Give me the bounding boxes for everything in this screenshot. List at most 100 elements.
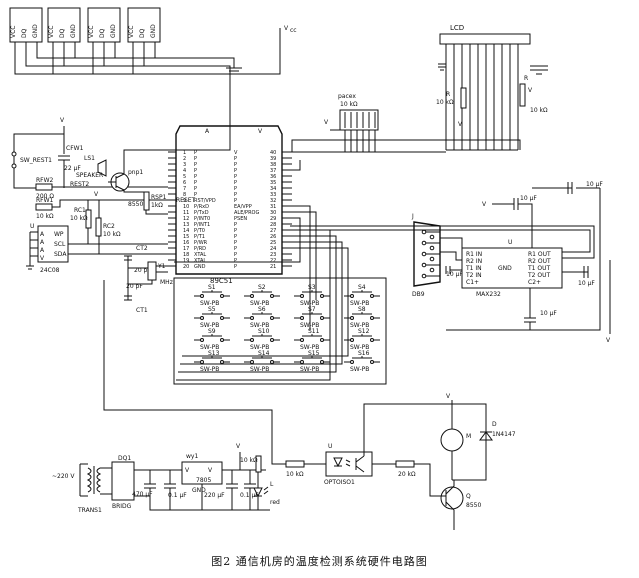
mcu-right-pin-name: P <box>234 180 237 186</box>
fan-vcc: V <box>446 393 451 400</box>
keypad-key-ref: S3 <box>308 284 316 291</box>
mcu-left-pin-name: P <box>194 168 197 174</box>
keypad-key-ref: S12 <box>358 328 370 335</box>
max232-c2-value: 10 µF <box>586 181 603 188</box>
optocoupler-label: OPTOISO1 <box>324 479 355 486</box>
reset-resistor-1 <box>35 183 53 191</box>
lcd-body <box>439 33 531 45</box>
lcd-data-lines <box>445 44 519 150</box>
mcu-right-pin-number: 39 <box>270 156 276 162</box>
keypad-key-ref: S11 <box>308 328 320 335</box>
mcu-left-pin-number: 20 <box>183 264 189 270</box>
bridge-wires <box>100 467 270 511</box>
max232-cap-c1 <box>492 198 533 248</box>
db9-pins <box>421 229 440 279</box>
keypad-key-label: SW-PB <box>200 322 219 329</box>
mcu-left-pin-name: P <box>194 186 197 192</box>
power-led-ref: L <box>270 481 274 488</box>
keypad-key-contact <box>370 360 374 364</box>
lcd-resistor-right-value: 10 kΩ <box>530 107 548 114</box>
buzzer-resistor <box>143 191 150 211</box>
keypad-key-label: SW-PB <box>200 344 219 351</box>
keypad-key-ref: S9 <box>208 328 216 335</box>
mcu-left-pin-name: GND <box>194 264 206 270</box>
max232-cap-c2 <box>532 182 600 194</box>
eeprom-24c08: U 24C08 A A A V WP SCL SDA RC1 10 kΩ RC2… <box>26 191 168 274</box>
mcu-right-pin-name: P <box>234 264 237 270</box>
keypad-key-contact <box>300 338 304 342</box>
sensor-2: VCC DQ GND <box>47 7 81 43</box>
mcu-right-pin-number: 37 <box>270 168 276 174</box>
keypad-key-contact <box>250 360 254 364</box>
db9-pin <box>421 240 427 246</box>
mcu-right-pin-name: EA/VPP <box>234 204 252 210</box>
lcd-resistor-left-value: 10 kΩ <box>436 99 454 106</box>
mcu-right-pin-number: 31 <box>270 204 276 210</box>
mcu-right-pin-name: P <box>234 234 237 240</box>
reset-switch-label: SW_REST1 <box>20 157 52 164</box>
eeprom-body <box>37 225 69 263</box>
keypad-key-label: SW-PB <box>250 366 269 373</box>
mcu-left-pin-number: 13 <box>183 222 189 228</box>
mcu-vcc: V <box>258 128 263 135</box>
reset-cap-value: 22 µF <box>64 165 81 172</box>
pullup-title: pacex <box>338 93 356 100</box>
mcu-left-pin-number: 5 <box>183 174 186 180</box>
lcd-resistor-right <box>519 83 526 107</box>
keypad-key-ref: S7 <box>308 306 316 313</box>
keypad-key-contact <box>350 316 354 320</box>
eeprom-rc1-ref: RC1 <box>74 207 86 214</box>
reset-resistor-2 <box>35 203 53 211</box>
max232-pin-c2plus: C2+ <box>528 279 541 286</box>
keypad-key-ref: S16 <box>358 350 370 357</box>
fan-r1-value: 10 kΩ <box>286 471 304 478</box>
keypad-key-contact <box>320 338 324 342</box>
keypad-key-switch <box>344 334 380 341</box>
keypad-key-switch <box>344 290 380 297</box>
keypad-key-contact <box>300 360 304 364</box>
power-cap-220 <box>226 470 238 510</box>
power-input-label: ~220 V <box>52 473 75 480</box>
mcu-right-pin-number: 34 <box>270 186 276 192</box>
keypad-key-switch <box>194 312 230 319</box>
mcu-left-pin-name: P <box>194 192 197 198</box>
mcu-right-pin-number: 28 <box>270 222 276 228</box>
sensor-3-pin-dq: DQ <box>99 28 106 38</box>
eeprom-ref: U <box>30 223 34 230</box>
eeprom-pin-wp: WP <box>54 231 64 238</box>
keypad-key-contact <box>300 294 304 298</box>
fan-driver: 10 kΩ U OPTOISO1 20 kΩ M V D 1N4147 Q 85… <box>103 280 516 530</box>
fan-transistor <box>440 486 464 510</box>
keypad-key-contact <box>370 294 374 298</box>
keypad-key-contact <box>300 316 304 320</box>
mcu-right-pin-number: 26 <box>270 234 276 240</box>
sensor-dq-bus <box>25 42 231 128</box>
keypad-key-switch <box>344 312 380 319</box>
optocoupler-body <box>325 451 373 477</box>
eeprom-pin-a1: A <box>40 239 45 246</box>
fan-control-wire <box>103 280 286 465</box>
db9-to-max232-wires <box>440 237 463 261</box>
mcu-left-pin-number: 2 <box>183 156 186 162</box>
keypad-key-label: SW-PB <box>300 344 319 351</box>
mcu-right-pin-name: P <box>234 174 237 180</box>
eeprom-address-ground <box>26 231 38 270</box>
